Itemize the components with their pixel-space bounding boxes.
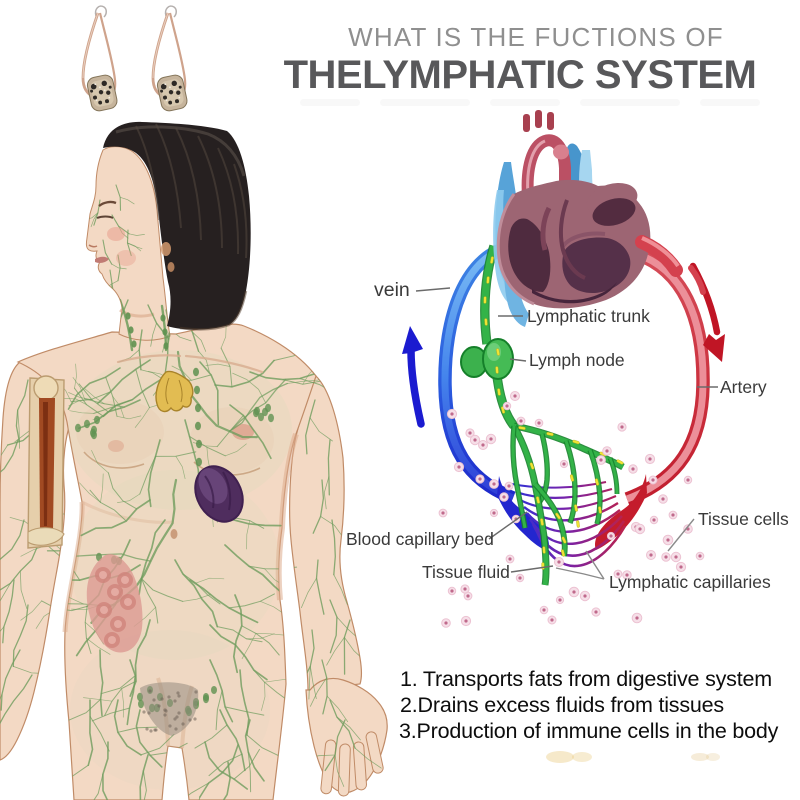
svg-text:Blood capillary bed: Blood capillary bed [346, 529, 494, 549]
svg-text:2.Drains excess fluids from ti: 2.Drains excess fluids from tissues [400, 693, 724, 717]
svg-text:vein: vein [374, 279, 410, 301]
svg-text:1. Transports fats from digest: 1. Transports fats from digestive system [400, 667, 772, 691]
svg-text:Tissue cells: Tissue cells [698, 509, 789, 529]
svg-text:Lymph node: Lymph node [529, 350, 625, 370]
svg-text:Lymphatic capillaries: Lymphatic capillaries [609, 572, 771, 592]
svg-text:Tissue fluid: Tissue fluid [422, 562, 510, 582]
svg-text:3.Production of immune cells i: 3.Production of immune cells in the body [399, 719, 779, 743]
svg-text:Artery: Artery [720, 377, 767, 397]
svg-text:THELYMPHATIC SYSTEM: THELYMPHATIC SYSTEM [284, 53, 757, 97]
svg-text:Lymphatic trunk: Lymphatic trunk [527, 306, 650, 326]
svg-text:WHAT IS THE FUCTIONS OF: WHAT IS THE FUCTIONS OF [348, 22, 724, 52]
